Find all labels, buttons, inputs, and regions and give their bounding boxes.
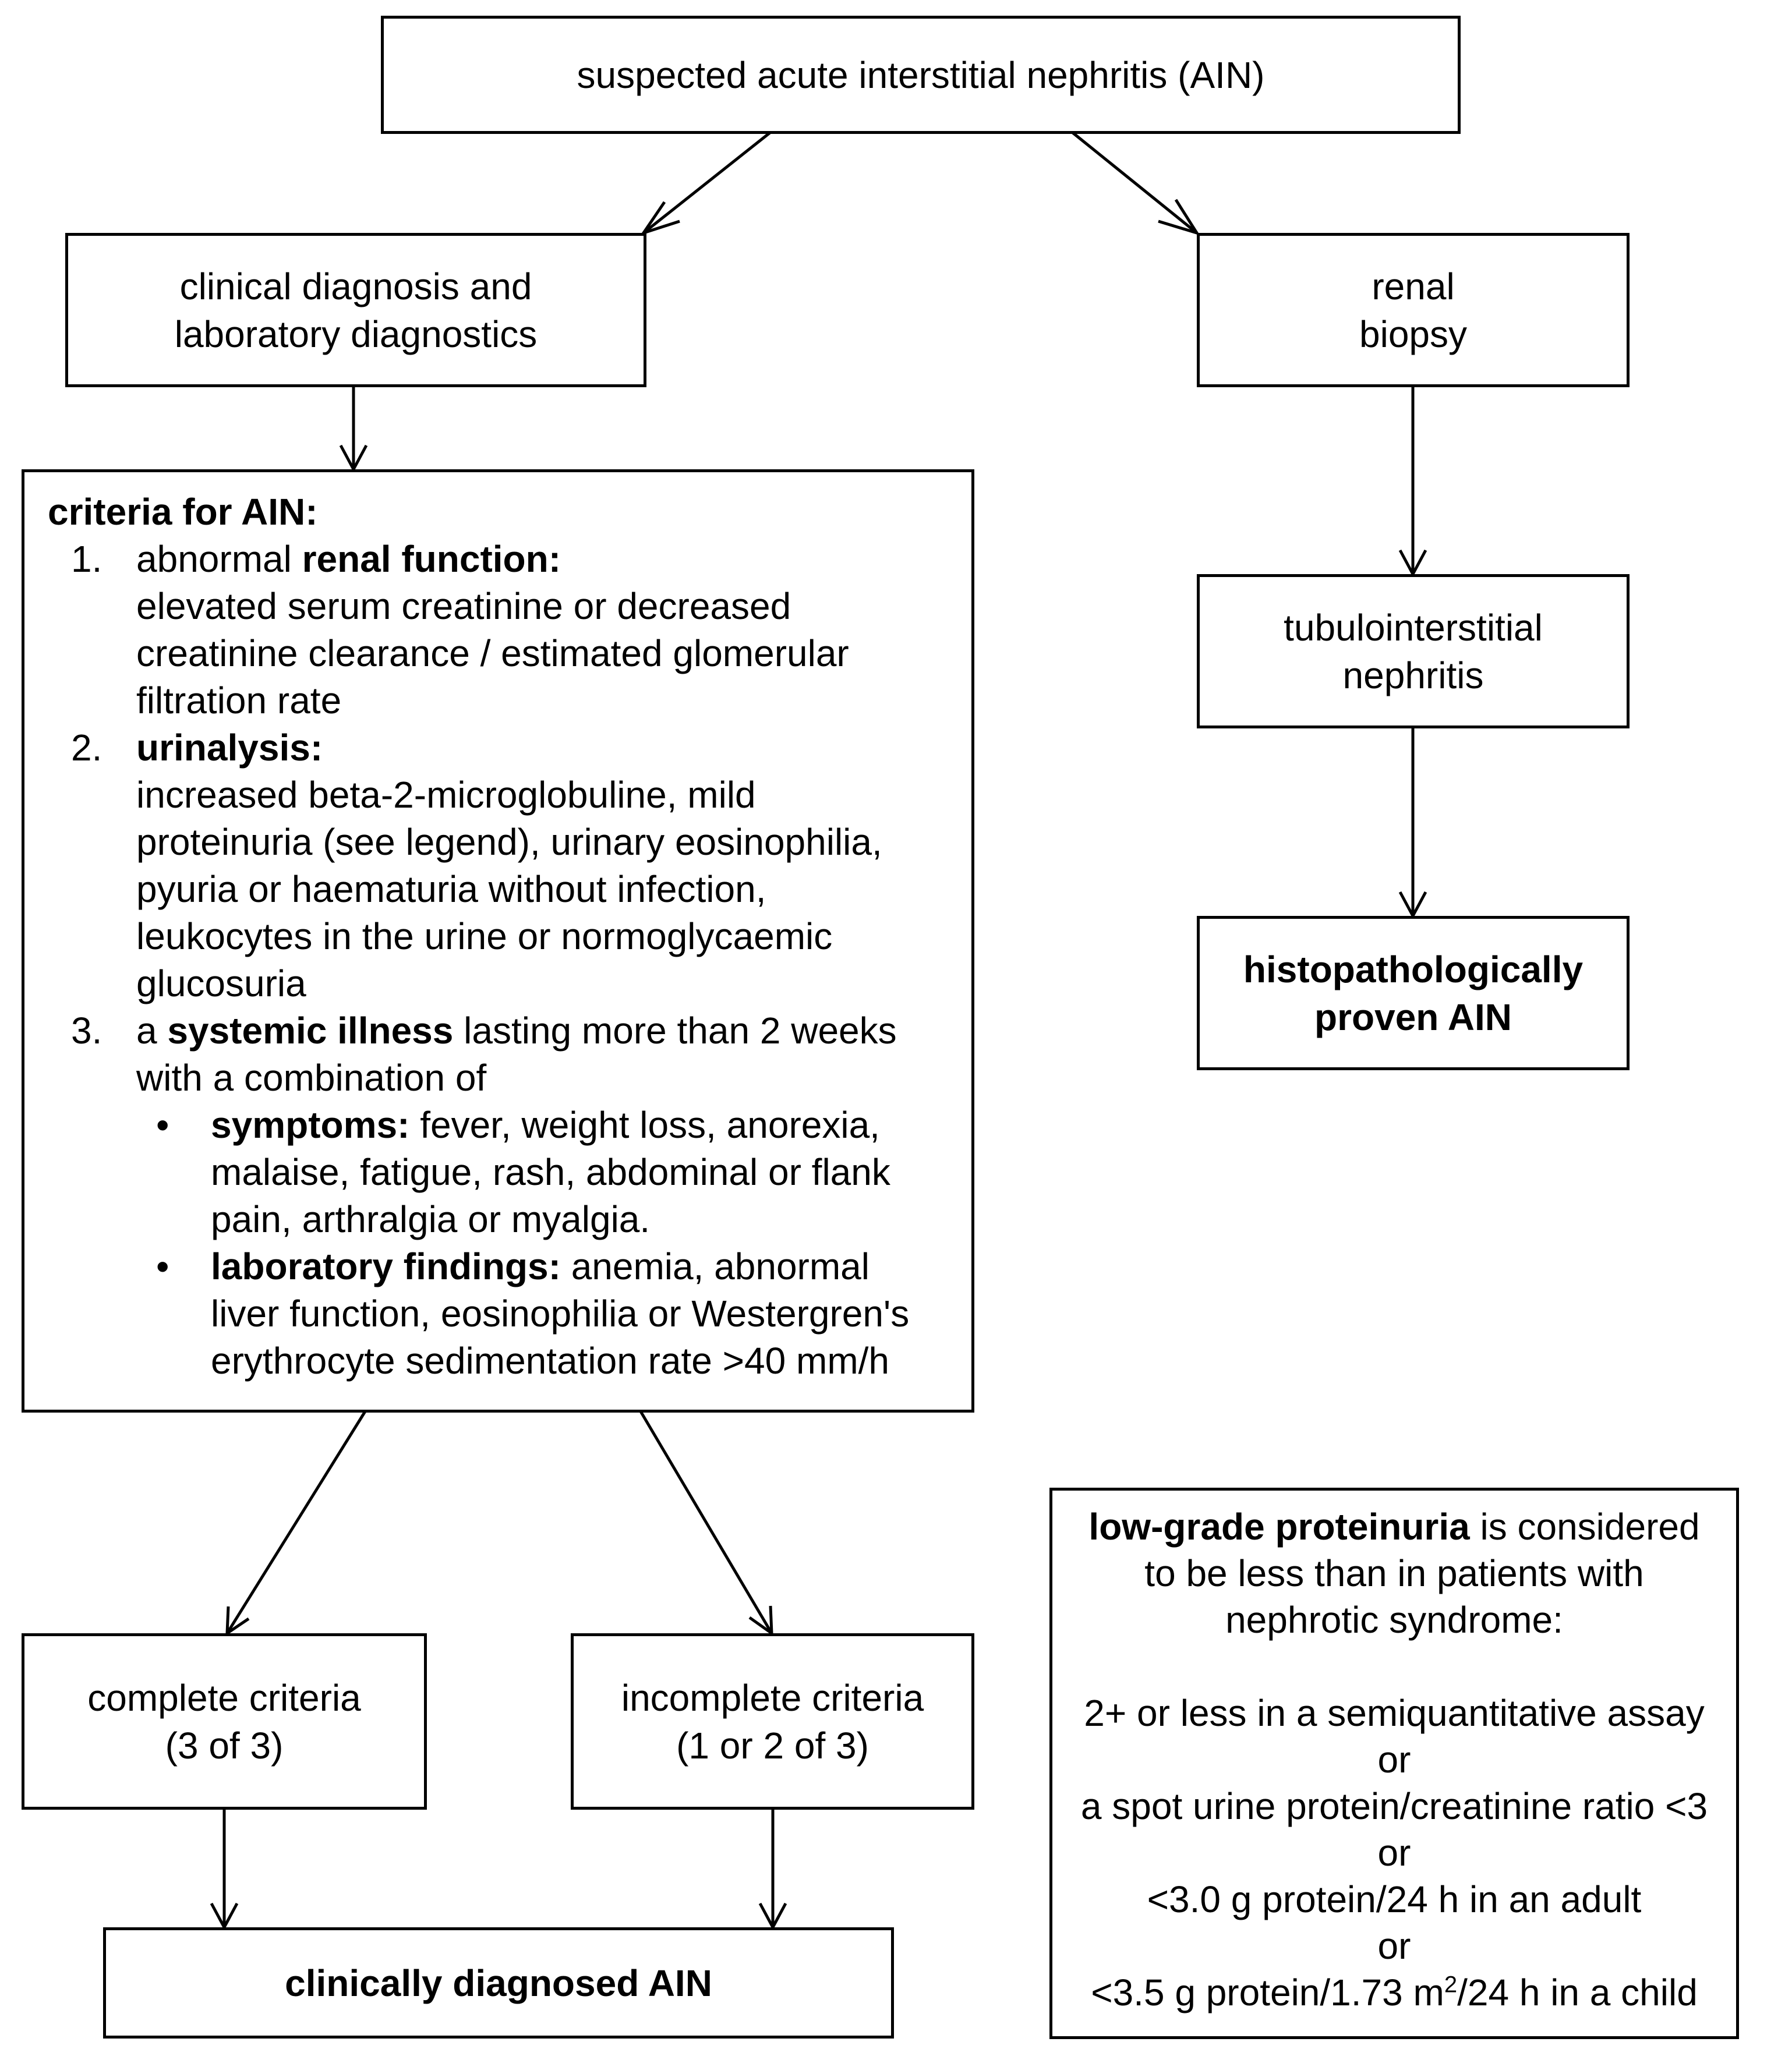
arrow-criteria-to-incomplete [639,1410,773,1634]
node-text: biopsy [1359,313,1467,355]
item-number: 3. [71,1010,102,1052]
node-suspected-ain: suspected acute interstitial nephritis (… [381,16,1461,134]
arrow-top-to-biopsy [1072,132,1198,234]
node-text: suspected acute interstitial nephritis (… [577,54,1265,96]
legend-low-grade-proteinuria: low-grade proteinuria is considered to b… [1049,1488,1739,2039]
node-tubulointerstitial-nephritis: tubulointerstitial nephritis [1197,574,1630,728]
arrowhead [748,1605,773,1636]
item-number: 2. [71,727,102,769]
node-text: clinical diagnosis and [179,265,532,307]
arrow-criteria-to-complete [225,1410,367,1634]
bullet-icon: • [156,1245,169,1287]
legend-last-line: <3.5 g protein/1.73 m2/24 h in a child [1091,1972,1698,2013]
node-text: laboratory diagnostics [174,313,538,355]
criteria-item-urinalysis: 2. urinalysis: increased beta-2-microglo… [48,724,950,1007]
criteria-bullet-laboratory-findings: • laboratory findings: anemia, abnormal … [136,1243,950,1385]
node-criteria-for-ain: criteria for AIN: 1. abnormal renal func… [22,469,974,1413]
node-text: incomplete criteria [621,1676,924,1719]
node-complete-criteria: complete criteria (3 of 3) [22,1633,427,1810]
node-text: (3 of 3) [165,1724,284,1767]
node-text: renal [1372,265,1455,307]
node-renal-biopsy: renal biopsy [1197,233,1630,387]
node-text: nephritis [1342,654,1484,696]
node-histopathologically-proven-ain: histopathologically proven AIN [1197,916,1630,1070]
node-clinically-diagnosed-ain: clinically diagnosed AIN [103,1927,894,2039]
node-incomplete-criteria: incomplete criteria (1 or 2 of 3) [571,1633,974,1810]
node-text: histopathologically [1243,948,1584,990]
bullet-icon: • [156,1104,169,1146]
node-text: proven AIN [1314,996,1512,1038]
item-number: 1. [71,538,102,580]
arrow-top-to-clinical [642,132,771,234]
node-text: complete criteria [87,1676,361,1719]
node-text: tubulointerstitial [1284,606,1543,649]
node-text: (1 or 2 of 3) [676,1724,869,1767]
node-clinical-diagnosis: clinical diagnosis and laboratory diagno… [65,233,646,387]
criteria-heading: criteria for AIN: [48,491,318,533]
criteria-bullet-symptoms: • symptoms: fever, weight loss, anorexia… [136,1102,950,1243]
criteria-item-renal-function: 1. abnormal renal function: elevated ser… [48,536,950,724]
node-text: clinically diagnosed AIN [285,1962,712,2004]
legend-first-line: low-grade proteinuria is considered [1088,1506,1700,1548]
criteria-item-systemic-illness: 3. a systemic illness lasting more than … [48,1007,950,1385]
